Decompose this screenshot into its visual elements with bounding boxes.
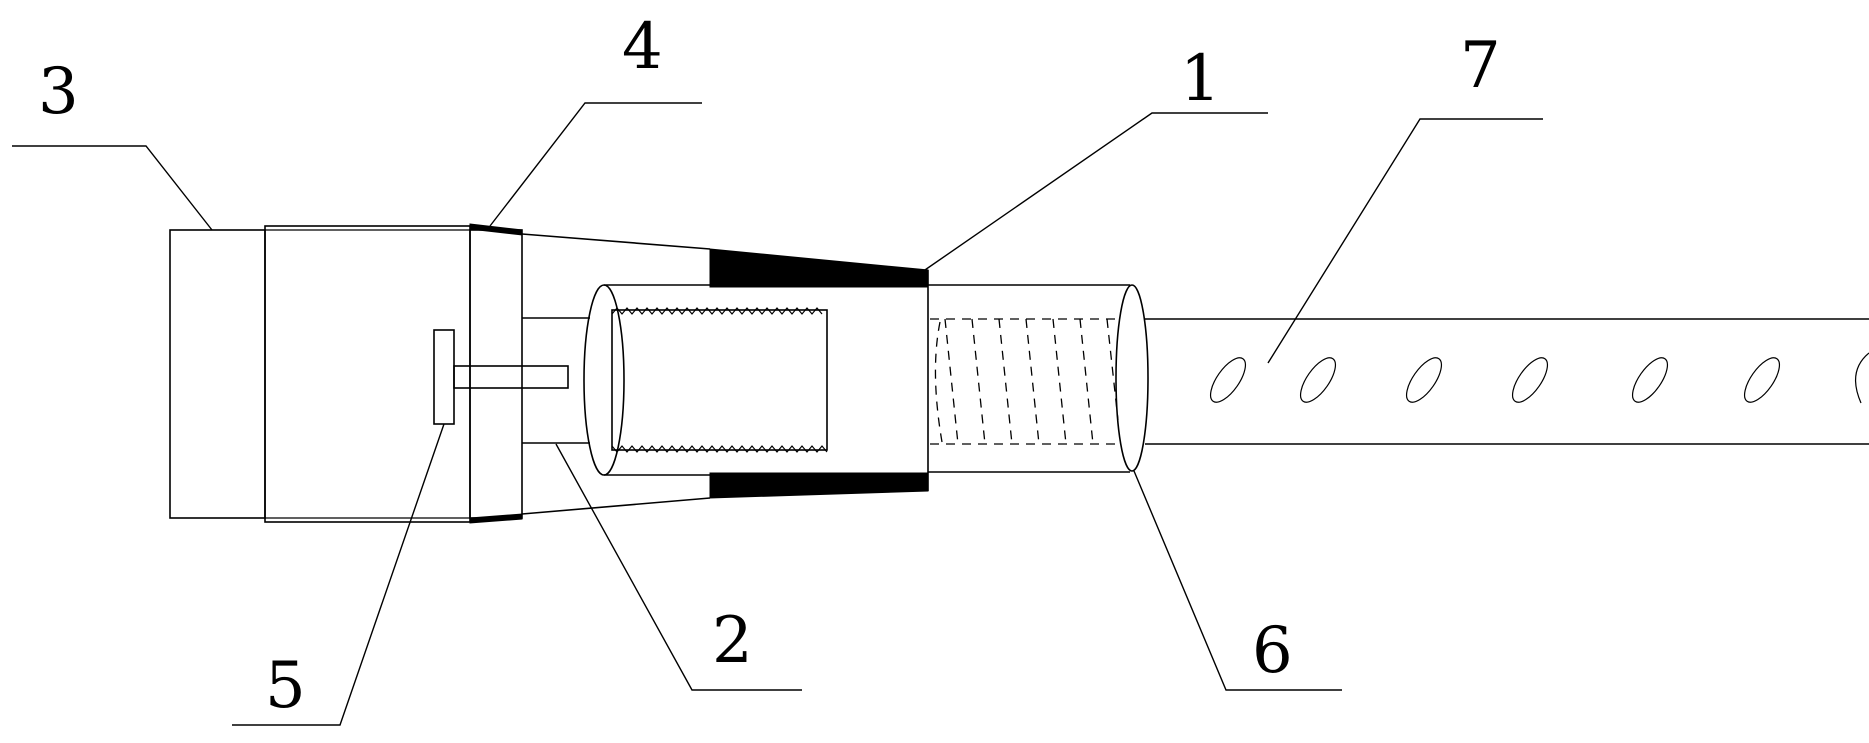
part-4-edge-strips xyxy=(469,223,523,524)
part-3-cap-block xyxy=(169,225,523,523)
label-5: 5 xyxy=(265,649,306,723)
label-6: 6 xyxy=(1252,614,1293,688)
leader-6 xyxy=(1133,470,1342,691)
leader-3 xyxy=(12,145,213,231)
part-labels: 3 4 1 7 5 2 6 xyxy=(38,10,1501,723)
part-6-connector-tube xyxy=(928,284,1149,473)
label-1: 1 xyxy=(1180,42,1221,116)
leader-2 xyxy=(555,443,802,691)
leader-5 xyxy=(232,423,445,726)
part-5-pin xyxy=(433,329,569,425)
part-1-tapered-sleeve xyxy=(521,233,929,515)
dashed-thread xyxy=(930,318,1119,445)
leader-4 xyxy=(489,102,702,227)
inner-thread-bottom xyxy=(611,445,828,453)
part-2-inner-tube xyxy=(522,284,828,476)
leader-lines xyxy=(12,102,1543,726)
leader-1 xyxy=(921,112,1268,273)
inner-thread-top xyxy=(611,307,823,315)
label-4: 4 xyxy=(622,10,663,84)
rod-ribs xyxy=(1209,352,1869,404)
label-3: 3 xyxy=(38,55,79,129)
label-2: 2 xyxy=(712,604,753,678)
leader-7 xyxy=(1267,118,1543,364)
part-7-rod xyxy=(1145,318,1869,445)
label-7: 7 xyxy=(1460,29,1501,103)
